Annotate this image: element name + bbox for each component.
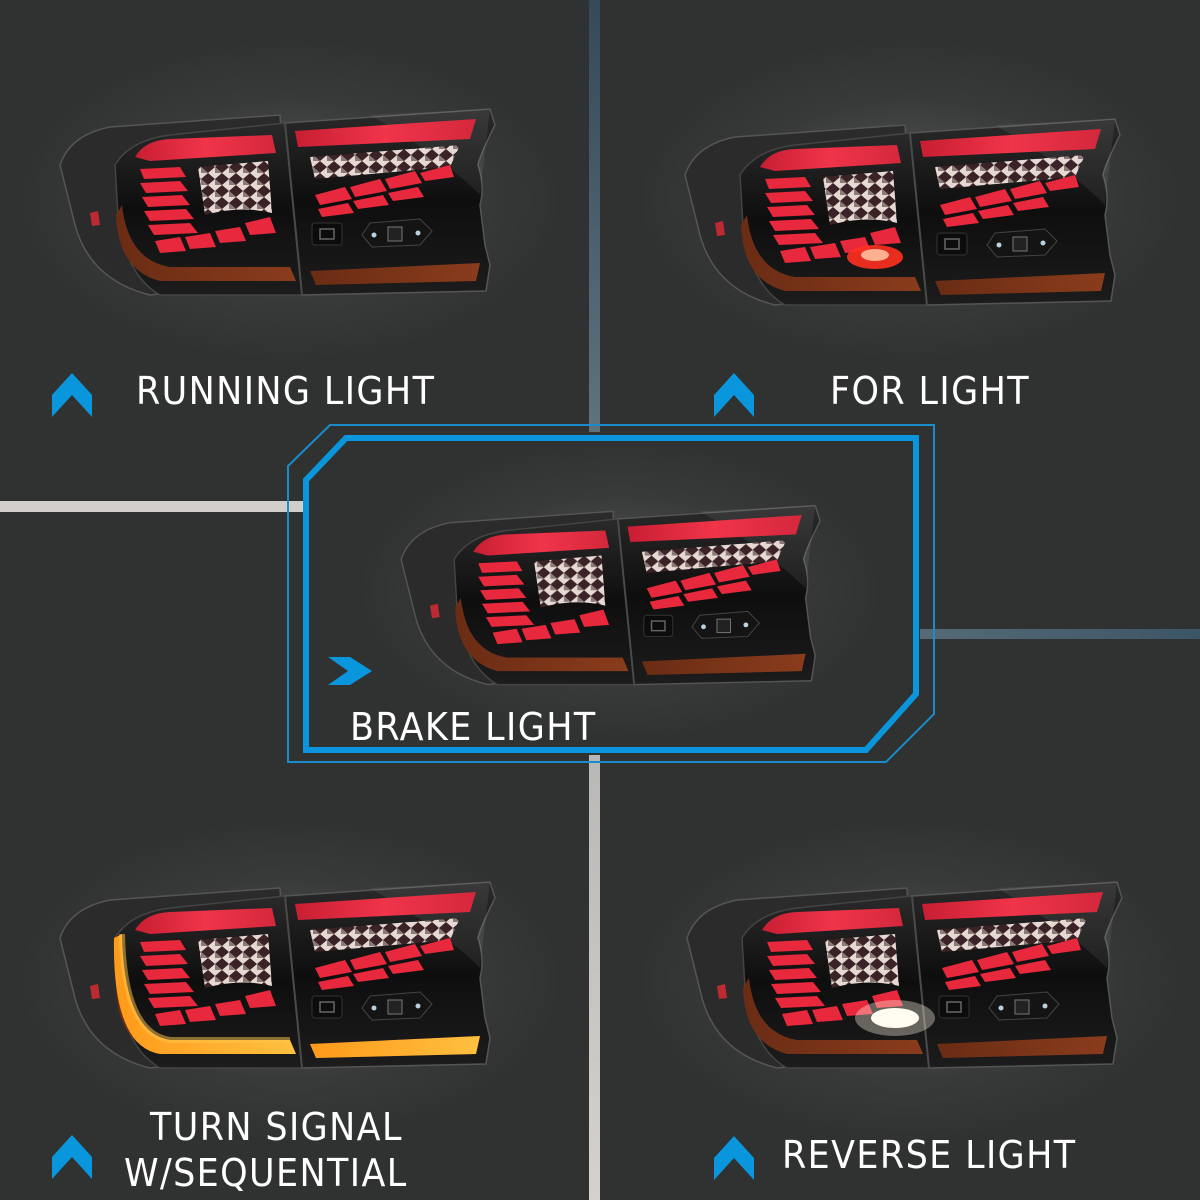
vertical-divider-bottom: [589, 755, 600, 1200]
panel-reverse-light: REVERSE LIGHT: [600, 760, 1200, 1200]
label-turn-signal-line1: TURN SIGNAL: [150, 1105, 403, 1149]
panel-fog-light: FOR LIGHT: [600, 0, 1200, 500]
taillight-image-turn: [59, 881, 496, 1138]
chevron-up-icon: [714, 373, 754, 417]
panel-running-light: RUNNING LIGHT: [0, 0, 589, 500]
taillight-image-reverse: [686, 881, 1123, 1138]
label-brake-light: BRAKE LIGHT: [350, 705, 597, 749]
chevron-up-icon: [714, 1136, 754, 1180]
chevron-right-icon: [328, 657, 372, 685]
horizontal-divider-right: [920, 629, 1200, 639]
taillight-image-fog: [684, 118, 1121, 375]
taillight-image-running: [59, 108, 496, 365]
label-running-light: RUNNING LIGHT: [136, 369, 436, 413]
label-reverse-light: REVERSE LIGHT: [782, 1133, 1077, 1177]
panel-turn-signal: TURN SIGNAL W/SEQUENTIAL: [0, 760, 589, 1200]
label-turn-signal-line2: W/SEQUENTIAL: [124, 1151, 408, 1195]
panel-brake-light: BRAKE LIGHT: [300, 430, 940, 760]
chevron-up-icon: [52, 1135, 92, 1179]
horizontal-divider-left: [0, 501, 303, 512]
label-fog-light: FOR LIGHT: [830, 369, 1030, 413]
chevron-up-icon: [52, 373, 92, 417]
vertical-divider-top: [589, 0, 600, 432]
highlight-frame: [287, 424, 935, 763]
